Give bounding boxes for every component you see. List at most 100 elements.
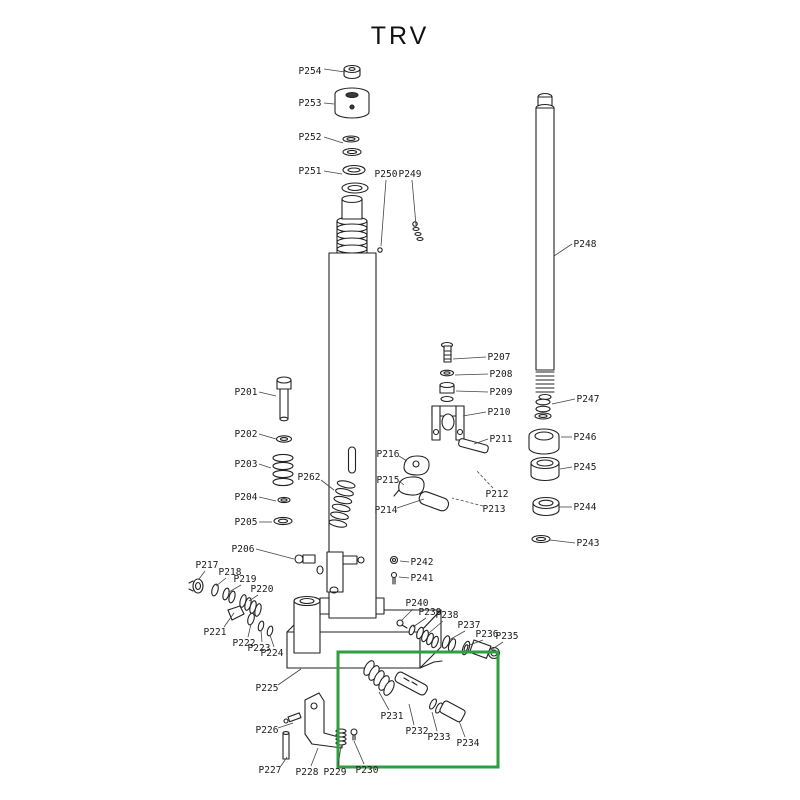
part-label-P262: P262 — [298, 472, 321, 483]
leader-line-P202 — [258, 433, 277, 440]
part-rings-p237 — [441, 635, 457, 652]
part-clevis-p210 — [431, 405, 465, 441]
part-label-P237: P237 — [458, 620, 481, 631]
leader-line-P219 — [228, 584, 242, 593]
part-screw-p240 — [396, 619, 408, 629]
leader-line-P223 — [260, 629, 263, 643]
part-washer-p243 — [531, 534, 551, 544]
part-top-nut — [343, 64, 361, 80]
part-washer-p205 — [273, 516, 293, 526]
part-label-P239: P239 — [419, 607, 442, 618]
part-label-P221: P221 — [204, 627, 227, 638]
part-label-P252: P252 — [299, 132, 322, 143]
part-label-P210: P210 — [488, 407, 511, 418]
part-label-P247: P247 — [577, 394, 600, 405]
part-label-P241: P241 — [411, 573, 434, 584]
part-spring-p238 — [416, 626, 439, 649]
part-spring-p220 — [239, 594, 262, 617]
part-label-P214: P214 — [375, 505, 398, 516]
leader-line-P237 — [448, 630, 466, 641]
part-label-P207: P207 — [488, 352, 511, 363]
part-ring-p244 — [532, 496, 560, 517]
leader-line-P226 — [277, 722, 294, 729]
part-label-P217: P217 — [196, 560, 219, 571]
leader-line-P216 — [398, 455, 408, 462]
part-label-P223: P223 — [248, 643, 271, 654]
part-label-P213: P213 — [483, 504, 506, 515]
leader-line-P252 — [323, 136, 344, 144]
part-label-P229: P229 — [324, 767, 347, 778]
leader-line-P253 — [323, 102, 335, 105]
part-spring-p262 — [328, 480, 356, 528]
part-plug-p235 — [469, 639, 501, 660]
part-label-P249: P249 — [399, 169, 422, 180]
leader-line-P238 — [428, 620, 444, 634]
part-bolt-p201 — [276, 376, 292, 422]
part-screw-p241 — [390, 571, 398, 585]
leader-line-P231 — [378, 691, 390, 711]
part-label-P236: P236 — [476, 629, 499, 640]
part-label-P230: P230 — [356, 765, 379, 776]
leader-line-P235 — [490, 641, 504, 651]
part-roller-p214 — [418, 491, 450, 512]
part-lever-p215 — [393, 476, 425, 497]
part-ring-p223 — [257, 620, 265, 632]
leader-line-P203 — [258, 463, 272, 469]
part-spool-p232 — [394, 671, 428, 696]
leader-line-P245 — [559, 466, 573, 470]
part-label-P235: P235 — [496, 631, 519, 642]
leader-line-P206 — [255, 548, 295, 560]
part-pin-p211 — [458, 438, 489, 454]
leader-line-P236 — [466, 639, 484, 647]
part-cap-p246 — [528, 428, 560, 455]
part-label-P206: P206 — [232, 544, 255, 555]
part-label-P240: P240 — [406, 598, 429, 609]
part-top-rings — [341, 164, 369, 194]
leader-line-P248 — [553, 243, 573, 257]
part-label-P216: P216 — [377, 449, 400, 460]
part-label-P234: P234 — [457, 738, 480, 749]
leader-line-P215 — [398, 480, 405, 486]
leader-line-P250 — [380, 179, 387, 247]
leader-line-P224 — [269, 634, 275, 648]
part-label-P219: P219 — [234, 574, 257, 585]
leader-line-P241 — [398, 576, 410, 579]
part-label-P246: P246 — [574, 432, 597, 443]
part-label-P244: P244 — [574, 502, 597, 513]
part-rings-p247 — [534, 398, 552, 420]
part-cup-p245 — [530, 456, 560, 482]
highlight-box — [336, 650, 500, 769]
leader-line-P201 — [258, 391, 277, 397]
leader-line-P247 — [551, 398, 576, 405]
leader-line-P204 — [258, 496, 277, 502]
leader-line-P221 — [223, 612, 235, 628]
part-pin-p226 — [283, 712, 302, 724]
part-label-P204: P204 — [235, 492, 258, 503]
leader-line-P218 — [215, 577, 227, 587]
part-label-P251: P251 — [299, 166, 322, 177]
leader-line-P243 — [549, 539, 576, 544]
part-screw-p242 — [389, 555, 399, 565]
part-label-P208: P208 — [490, 369, 513, 380]
part-handle-bracket-cluster — [294, 551, 365, 594]
leader-line-P230 — [353, 740, 365, 765]
part-label-P226: P226 — [256, 725, 279, 736]
part-ring-p218 — [211, 583, 219, 597]
part-label-P218: P218 — [219, 567, 242, 578]
part-label-P212: P212 — [486, 489, 509, 500]
part-label-P231: P231 — [381, 711, 404, 722]
diagram-title: TRV — [370, 22, 430, 50]
part-spring-p231 — [363, 660, 395, 696]
part-top-cap — [334, 87, 370, 119]
leader-line-P229 — [337, 745, 342, 767]
part-label-P250: P250 — [375, 169, 398, 180]
part-nut-p209 — [439, 381, 455, 403]
part-screw-p230 — [350, 728, 358, 741]
leader-line-P240 — [400, 608, 414, 622]
leader-line-P214 — [396, 498, 425, 509]
part-rings-p219 — [222, 587, 236, 604]
part-spring-p203 — [272, 453, 294, 487]
leader-line-P227 — [280, 756, 288, 767]
